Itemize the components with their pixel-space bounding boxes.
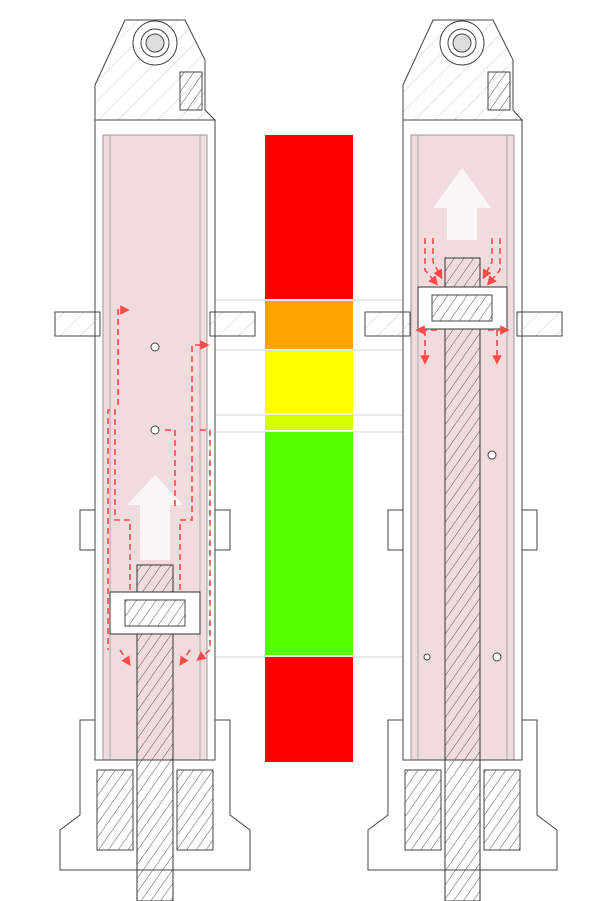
flow-paths	[415, 238, 510, 365]
zone-orange	[265, 301, 353, 349]
reservoir-port	[487, 71, 511, 111]
right-shock-rebound	[364, 19, 563, 901]
piston-rod	[444, 257, 481, 901]
reservoir-port	[179, 71, 203, 111]
mount-flange	[54, 311, 101, 337]
flow-up-arrow	[127, 475, 183, 560]
zone-yellow-green	[265, 415, 353, 430]
flow-up-arrow	[433, 168, 491, 240]
left-shock-compression	[54, 19, 256, 901]
zone-yellow	[265, 351, 353, 413]
mount-flange	[364, 311, 411, 337]
damping-zone-bar	[265, 135, 353, 762]
flow-paths	[107, 305, 211, 666]
zone-bottom-red	[265, 657, 353, 762]
zone-green	[265, 432, 353, 655]
zone-top-red	[265, 135, 353, 299]
